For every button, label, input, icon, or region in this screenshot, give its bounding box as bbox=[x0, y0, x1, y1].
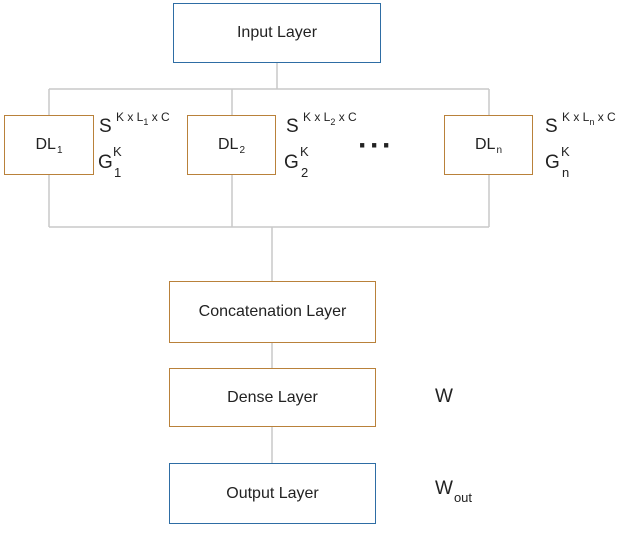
input-layer-box: Input Layer bbox=[173, 3, 381, 63]
concatenation-layer-box: Concatenation Layer bbox=[169, 281, 376, 343]
input-layer-label: Input Layer bbox=[236, 24, 318, 41]
s-superscript: K x Ln x C bbox=[562, 110, 616, 127]
g-symbol: G bbox=[98, 152, 113, 173]
s-superscript: K x L2 x C bbox=[303, 110, 357, 127]
g-superscript: K bbox=[113, 144, 122, 159]
concatenation-layer-label: Concatenation Layer bbox=[198, 303, 347, 320]
g-superscript: K bbox=[561, 144, 570, 159]
s-symbol: S bbox=[286, 116, 299, 137]
annotation-dl-1: S K x L1 x C G K 1 bbox=[98, 110, 189, 184]
dl-box-2-label: DL2 bbox=[217, 136, 245, 156]
s-symbol: S bbox=[99, 116, 112, 137]
s-superscript: K x L1 x C bbox=[116, 110, 170, 127]
dense-layer-box: Dense Layer bbox=[169, 368, 376, 427]
annotation-dl-n: S K x Ln x C G K n bbox=[545, 110, 629, 184]
s-symbol: S bbox=[545, 116, 558, 137]
ellipsis: ··· bbox=[358, 129, 394, 162]
dl-box-n: DLn bbox=[444, 115, 533, 175]
dense-weight-label: W bbox=[435, 386, 453, 407]
annotation-dl-2: S K x L2 x C G K 2 bbox=[284, 110, 376, 184]
output-weight-label: Wout bbox=[435, 478, 473, 505]
g-symbol: G bbox=[545, 152, 560, 173]
output-layer-label: Output Layer bbox=[226, 484, 319, 502]
g-symbol: G bbox=[284, 152, 299, 173]
dl-box-n-label: DLn bbox=[474, 136, 502, 156]
dense-layer-label: Dense Layer bbox=[227, 388, 318, 406]
dl-box-2: DL2 bbox=[187, 115, 276, 175]
g-superscript: K bbox=[300, 144, 309, 159]
g-subscript: 2 bbox=[301, 165, 309, 180]
output-layer-box: Output Layer bbox=[169, 463, 376, 524]
g-subscript: 1 bbox=[114, 165, 122, 180]
g-subscript: n bbox=[562, 165, 570, 180]
dl-box-1: DL1 bbox=[4, 115, 94, 175]
dl-box-1-label: DL1 bbox=[35, 136, 63, 156]
